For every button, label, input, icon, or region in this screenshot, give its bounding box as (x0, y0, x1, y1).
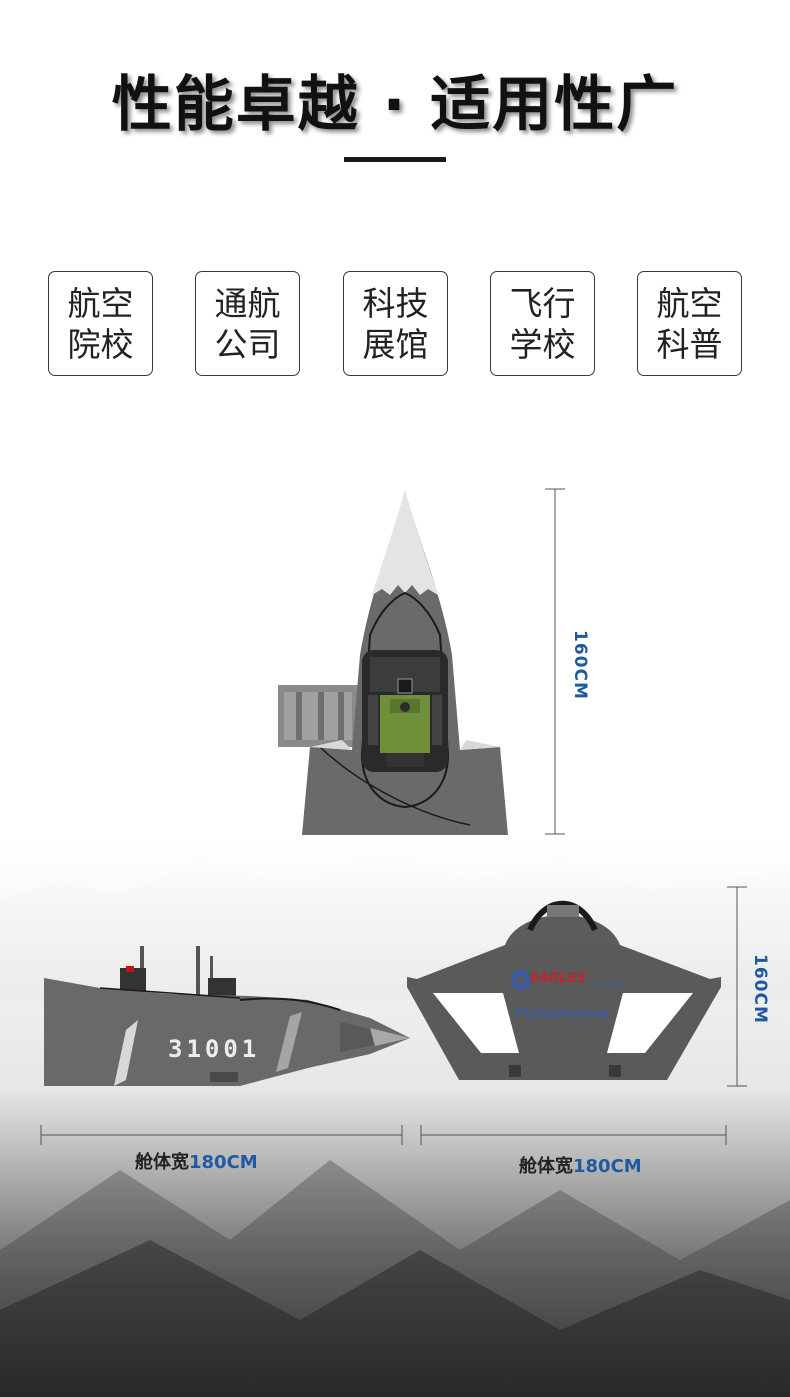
front-width-label: 舱体宽180CM (519, 1152, 642, 1178)
tag-aviation-popular-science: 航空 科普 (637, 271, 742, 376)
eagles-gear-icon (511, 970, 531, 990)
application-tags: 航空 院校 通航 公司 科技 展馆 飞行 学校 航空 科普 (48, 271, 742, 376)
tag-line1: 科技 (362, 283, 429, 323)
front-width-value: 180CM (573, 1156, 642, 1177)
tag-science-museum: 科技 展馆 (343, 271, 448, 376)
tag-line1: 航空 (67, 283, 134, 323)
tag-line2: 展馆 (362, 324, 429, 364)
boarding-ladder (278, 685, 358, 747)
tag-general-aviation: 通航 公司 (195, 271, 300, 376)
tag-line1: 通航 (214, 283, 281, 323)
side-width-dimension-line (40, 1125, 403, 1145)
height-dimension-line (545, 488, 565, 835)
tag-line2: 学校 (509, 324, 576, 364)
cockpit-front-view (407, 900, 721, 1080)
tag-line1: 航空 (656, 283, 723, 323)
page-title: 性能卓越 · 适用性广 (111, 70, 679, 140)
side-width-prefix: 舱体宽 (135, 1152, 189, 1173)
front-width-dimension-line (420, 1125, 727, 1145)
cockpit-top-view (278, 491, 508, 835)
logo-main: EAGLES (530, 971, 587, 986)
side-width-value: 180CM (189, 1152, 258, 1173)
tag-line2: 院校 (67, 324, 134, 364)
tag-line2: 公司 (214, 324, 281, 364)
title-underline (344, 157, 446, 162)
logo-sub: FUTURE (594, 980, 622, 988)
tail-number: 31001 (168, 1035, 261, 1063)
tag-flight-school: 飞行 学校 (490, 271, 595, 376)
cockpit-side-view (44, 946, 410, 1086)
side-width-label: 舱体宽180CM (135, 1148, 258, 1174)
front-width-prefix: 舱体宽 (519, 1156, 573, 1177)
tag-aviation-academy: 航空 院校 (48, 271, 153, 376)
front-view-height-label: 160CM (750, 954, 770, 1024)
tag-line2: 科普 (656, 324, 723, 364)
tag-line1: 飞行 (509, 283, 576, 323)
top-view-height-label: 160CM (570, 630, 590, 700)
logo-script: FlyingSoaring (515, 1006, 610, 1020)
front-height-dimension-line (727, 886, 747, 1087)
